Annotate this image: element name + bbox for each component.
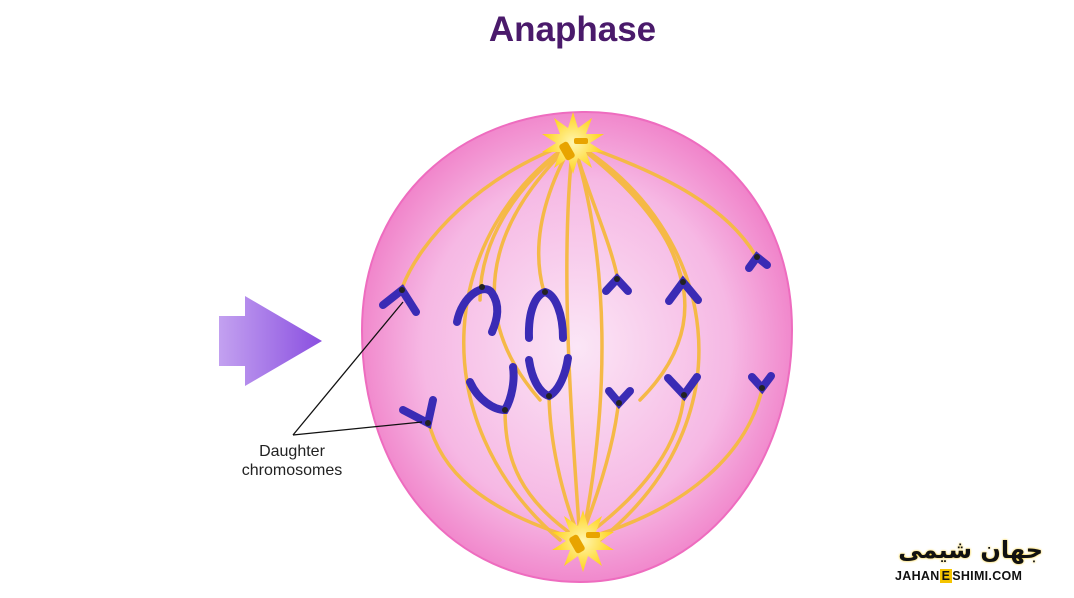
label-line-2: chromosomes [241, 462, 343, 479]
page-title: Anaphase [488, 10, 657, 49]
right-arrow-icon [219, 296, 322, 386]
cell [360, 110, 794, 584]
label-line-1: Daughter [259, 443, 325, 460]
centromeres [399, 254, 765, 426]
logo-en-part3: SHIMI.COM [952, 569, 1023, 583]
centrosome-star-icon [552, 510, 614, 572]
centrosome-star-icon [542, 112, 604, 174]
logo-persian-text: جهان شیمی [898, 536, 1043, 564]
logo-en-part1: JAHAN [895, 569, 940, 583]
label-pointer-lines [292, 301, 423, 436]
daughter-chromosomes-label: Daughter chromosomes [222, 442, 362, 480]
chromosome [453, 285, 502, 336]
logo-en-part2: E [939, 569, 953, 583]
